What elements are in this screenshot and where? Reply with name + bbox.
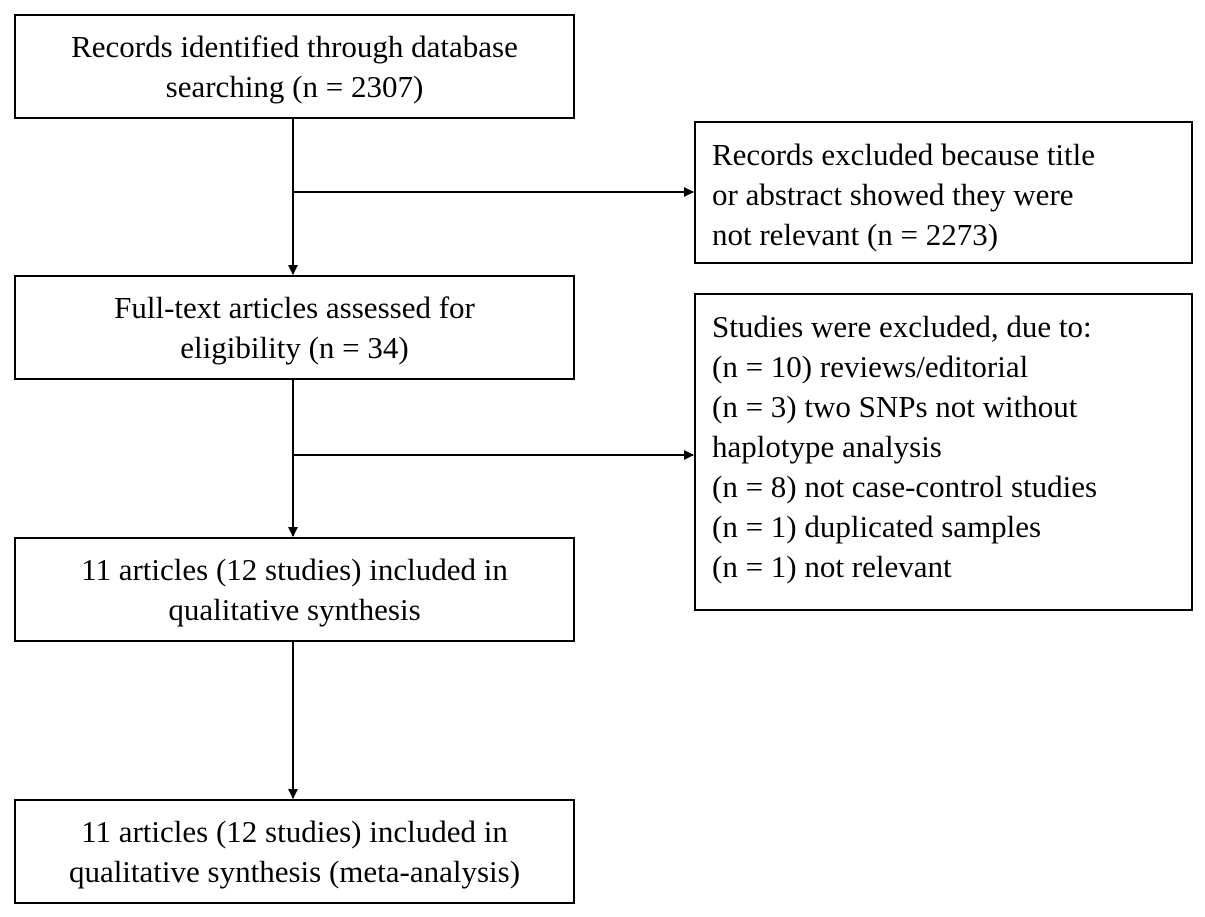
- box-qualitative-synthesis-line-2: qualitative synthesis: [168, 591, 421, 627]
- box-records-excluded-line-3: not relevant (n = 2273): [712, 217, 999, 252]
- box-records-excluded-line-2: or abstract showed they were: [712, 177, 1074, 212]
- box-records-identified: Records identified through database sear…: [14, 14, 575, 119]
- box-meta-analysis-line-1: 11 articles (12 studies) included in: [81, 813, 508, 849]
- box-studies-excluded: Studies were excluded, due to: (n = 10) …: [694, 293, 1193, 611]
- box-fulltext-assessed: Full-text articles assessed for eligibil…: [14, 275, 575, 380]
- box-meta-analysis-line-2: qualitative synthesis (meta-analysis): [68, 853, 521, 889]
- box-meta-analysis: 11 articles (12 studies) included in qua…: [14, 799, 575, 904]
- box-studies-excluded-line-2: (n = 10) reviews/editorial: [712, 349, 1029, 384]
- box-records-identified-line-1: Records identified through database: [71, 28, 518, 64]
- box-studies-excluded-line-7: (n = 1) not relevant: [712, 549, 952, 584]
- box-records-identified-line-2: searching (n = 2307): [165, 68, 424, 104]
- box-fulltext-assessed-line-1: Full-text articles assessed for: [114, 289, 475, 325]
- box-studies-excluded-line-1: Studies were excluded, due to:: [712, 309, 1092, 344]
- box-fulltext-assessed-line-2: eligibility (n = 34): [180, 329, 409, 365]
- box-qualitative-synthesis-line-1: 11 articles (12 studies) included in: [81, 551, 508, 587]
- box-studies-excluded-line-5: (n = 8) not case-control studies: [712, 469, 1098, 504]
- box-qualitative-synthesis: 11 articles (12 studies) included in qua…: [14, 537, 575, 642]
- box-studies-excluded-line-4: haplotype analysis: [712, 429, 942, 464]
- box-studies-excluded-line-3: (n = 3) two SNPs not without: [712, 389, 1078, 424]
- box-studies-excluded-line-6: (n = 1) duplicated samples: [712, 509, 1042, 544]
- box-records-excluded-line-1: Records excluded because title: [712, 137, 1096, 172]
- box-records-excluded: Records excluded because title or abstra…: [694, 121, 1193, 264]
